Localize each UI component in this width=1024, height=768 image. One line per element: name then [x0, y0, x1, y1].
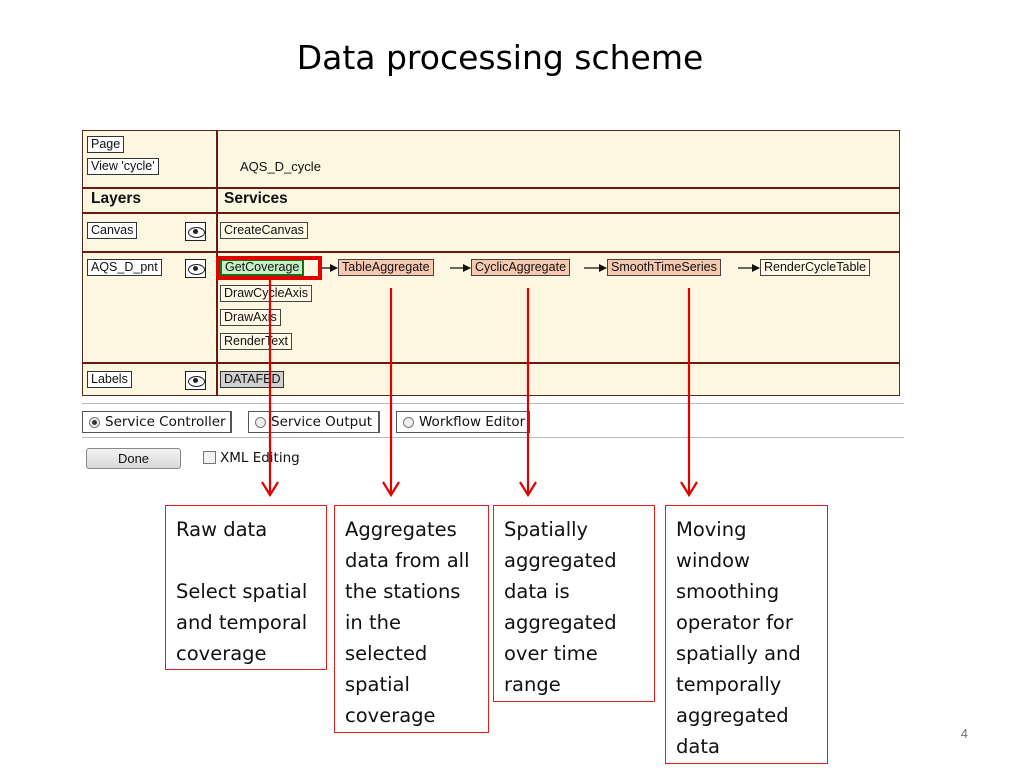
layer-labels[interactable]: Labels — [87, 371, 132, 388]
tab-workflow-editor[interactable]: Workflow Editor — [396, 411, 530, 433]
eye-icon[interactable] — [185, 222, 206, 241]
separator-line — [82, 403, 904, 404]
pointer-arrows — [261, 280, 698, 498]
services-header: Services — [224, 190, 288, 207]
tab-label: Service Controller — [105, 414, 226, 430]
slide-title: Data processing scheme — [296, 38, 704, 77]
page-label[interactable]: Page — [87, 136, 125, 153]
xml-editing-checkbox[interactable] — [203, 451, 216, 464]
service-draw-axis[interactable]: DrawAxis — [220, 309, 281, 326]
service-create-canvas[interactable]: CreateCanvas — [220, 222, 308, 239]
service-table-aggregate[interactable]: TableAggregate — [338, 259, 434, 276]
xml-editing-label: XML Editing — [220, 450, 300, 466]
note-text: Spatially aggregated data is aggregated … — [504, 518, 617, 696]
panel-row-divider — [82, 362, 900, 364]
service-datafed[interactable]: DATAFED — [220, 371, 285, 388]
radio-unselected-icon — [255, 417, 266, 428]
radio-selected-icon — [89, 417, 100, 428]
view-name: AQS_D_cycle — [240, 159, 321, 174]
tab-label: Workflow Editor — [419, 414, 526, 430]
pointer-arrowhead — [382, 481, 400, 498]
selection-highlight — [216, 256, 322, 280]
service-render-cycle-table[interactable]: RenderCycleTable — [760, 259, 871, 276]
layer-aqs-d-pnt[interactable]: AQS_D_pnt — [87, 259, 162, 276]
page-number: 4 — [960, 726, 968, 741]
tab-service-output[interactable]: Service Output — [248, 411, 380, 433]
tab-service-controller[interactable]: Service Controller — [82, 411, 232, 433]
pointer-arrowhead — [680, 481, 698, 498]
pointer-arrowhead — [261, 481, 279, 498]
done-button[interactable]: Done — [86, 448, 181, 469]
panel-row-divider — [82, 212, 900, 214]
service-cyclic-aggregate[interactable]: CyclicAggregate — [471, 259, 571, 276]
service-render-text[interactable]: RenderText — [220, 333, 292, 350]
layer-canvas[interactable]: Canvas — [87, 222, 138, 239]
eye-icon[interactable] — [185, 371, 206, 390]
tab-label: Service Output — [271, 414, 373, 430]
service-smooth-time-series[interactable]: SmoothTimeSeries — [607, 259, 721, 276]
panel-row-divider — [82, 251, 900, 253]
radio-unselected-icon — [403, 417, 414, 428]
note-table-aggregate: Aggregates data from all the stations in… — [334, 505, 489, 733]
service-draw-cycle-axis[interactable]: DrawCycleAxis — [220, 285, 313, 302]
panel-row-divider — [82, 187, 900, 189]
note-raw-data: Raw data Select spatial and temporal cov… — [165, 505, 327, 670]
note-text: Aggregates data from all the stations in… — [345, 518, 470, 727]
note-text: Raw data Select spatial and temporal cov… — [176, 518, 308, 665]
view-label[interactable]: View 'cycle' — [87, 158, 159, 175]
separator-line — [82, 437, 904, 438]
eye-icon[interactable] — [185, 259, 206, 278]
layers-header: Layers — [91, 190, 141, 207]
service-get-coverage[interactable]: GetCoverage — [220, 259, 305, 276]
pointer-arrowhead — [519, 481, 537, 498]
note-cyclic-aggregate: Spatially aggregated data is aggregated … — [493, 505, 655, 702]
note-text: Moving window smoothing operator for spa… — [676, 518, 801, 758]
note-smooth-time-series: Moving window smoothing operator for spa… — [665, 505, 828, 764]
